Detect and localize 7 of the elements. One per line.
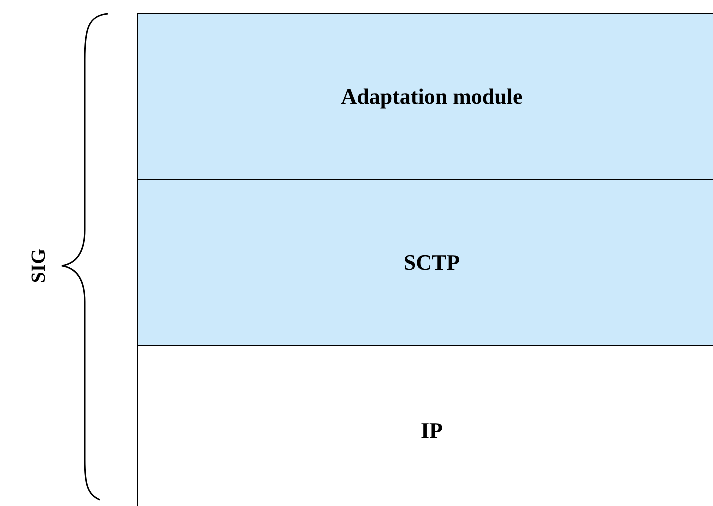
layer-label: IP xyxy=(421,417,443,445)
layer-box xyxy=(137,345,713,506)
bracket-label: SIG xyxy=(27,250,51,282)
layer-box xyxy=(137,13,713,179)
layer-label: Adaptation module xyxy=(341,83,523,111)
layer-label: SCTP xyxy=(404,249,460,277)
layer-box xyxy=(137,179,713,345)
